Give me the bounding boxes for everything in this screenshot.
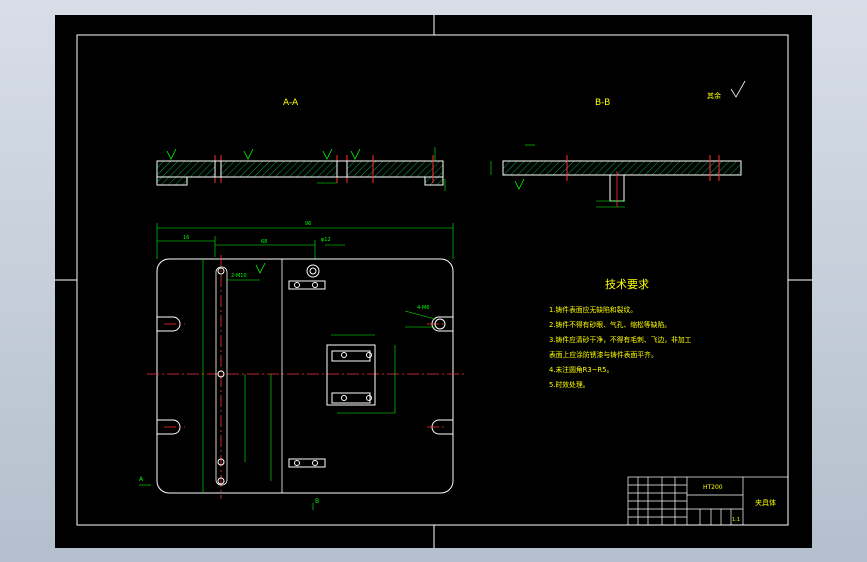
section-b-view bbox=[490, 144, 742, 208]
section-b-label: B-B bbox=[595, 98, 610, 108]
section-a-view bbox=[156, 147, 446, 191]
title-block bbox=[627, 476, 789, 526]
tech-req-line-2: 2.铸件不得有砂眼、气孔、缩松等缺陷。 bbox=[549, 320, 671, 329]
leader-left: 2-M10 bbox=[231, 273, 247, 279]
roughness-symbol-icon bbox=[730, 80, 746, 98]
leader-right: 4-M6 bbox=[417, 305, 429, 311]
tech-req-line-6: 5.时效处理。 bbox=[549, 380, 589, 389]
plan-view: 96 16 68 bbox=[139, 221, 465, 510]
section-a-label: A-A bbox=[283, 98, 299, 108]
drawing-canvas: A-A B-B 其余 bbox=[55, 15, 812, 548]
tech-req-line-5: 4.未注圆角R3~R5。 bbox=[549, 365, 613, 374]
tech-req-title: 技术要求 bbox=[605, 278, 649, 291]
dim-left-offset: 16 bbox=[183, 235, 189, 241]
tech-req-line-1: 1.铸件表面应无缺陷和裂纹。 bbox=[549, 305, 637, 314]
tech-req-line-4: 表面上应涂防锈漆与铸件表面平齐。 bbox=[549, 350, 658, 359]
tech-requirements: 技术要求 1.铸件表面应无缺陷和裂纹。 2.铸件不得有砂眼、气孔、缩松等缺陷。 … bbox=[549, 278, 692, 389]
leader-top: φ12 bbox=[321, 237, 331, 243]
view-note-b: B bbox=[315, 498, 319, 505]
view-marker-a: A bbox=[139, 476, 144, 483]
dim-mid-span: 68 bbox=[261, 239, 267, 245]
dim-overall-width: 96 bbox=[305, 221, 311, 227]
roughness-note: 其余 bbox=[707, 91, 721, 100]
tech-req-line-3: 3.铸件应清砂干净，不得有毛刺、飞边，非加工 bbox=[549, 335, 692, 344]
title-block-part-name: 夹具体 bbox=[755, 498, 776, 507]
title-block-scale: 1:1 bbox=[732, 517, 740, 523]
centering-marks bbox=[55, 15, 812, 548]
title-block-material: HT200 bbox=[703, 484, 723, 491]
frame-border bbox=[76, 34, 789, 526]
drawing-sheet: A-A B-B 其余 bbox=[55, 15, 812, 548]
